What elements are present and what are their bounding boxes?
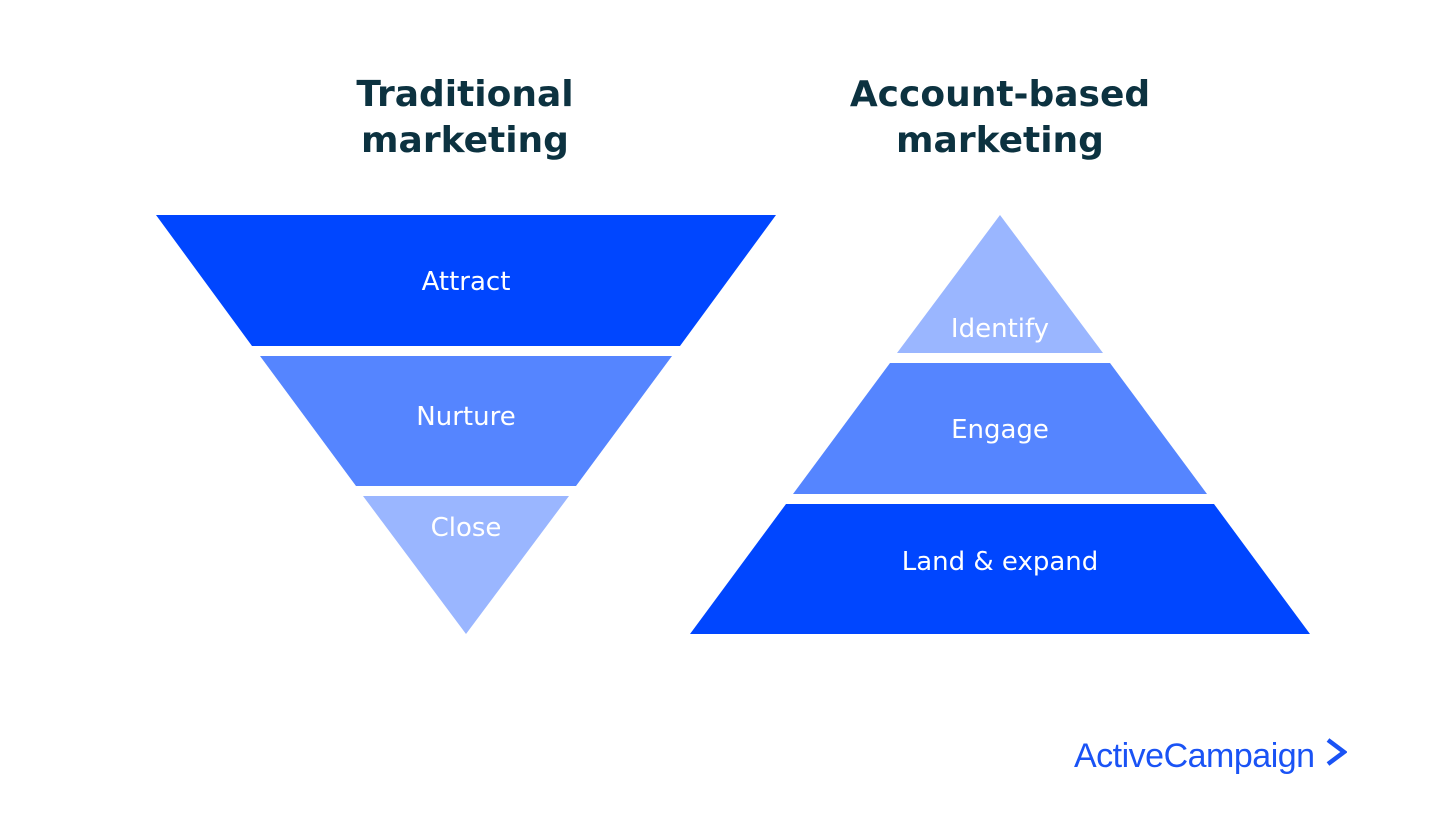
pyramid-label-land-expand: Land & expand bbox=[902, 547, 1099, 577]
pyramid-segment-engage bbox=[793, 363, 1207, 494]
pyramid-segment-identify bbox=[897, 215, 1103, 353]
brand-name: ActiveCampaign bbox=[1074, 736, 1315, 775]
pyramid-label-identify: Identify bbox=[951, 314, 1049, 344]
pyramid-segment-land-expand bbox=[690, 504, 1310, 634]
activecampaign-logo: ActiveCampaign bbox=[1074, 734, 1348, 778]
funnel-label-close: Close bbox=[431, 513, 502, 543]
traditional-funnel: Attract Nurture Close bbox=[156, 215, 776, 634]
funnel-segment-nurture bbox=[260, 356, 672, 486]
account-based-marketing-heading: Account-based marketing bbox=[849, 74, 1151, 161]
chevron-right-icon bbox=[1325, 737, 1348, 776]
funnel-segment-close bbox=[363, 496, 569, 634]
pyramid-label-engage: Engage bbox=[951, 415, 1049, 445]
funnel-segment-attract bbox=[156, 215, 776, 346]
traditional-marketing-heading: Traditional marketing bbox=[356, 74, 574, 161]
funnel-label-nurture: Nurture bbox=[416, 402, 515, 432]
abm-pyramid: Identify Engage Land & expand bbox=[690, 215, 1310, 634]
funnel-label-attract: Attract bbox=[422, 267, 511, 297]
